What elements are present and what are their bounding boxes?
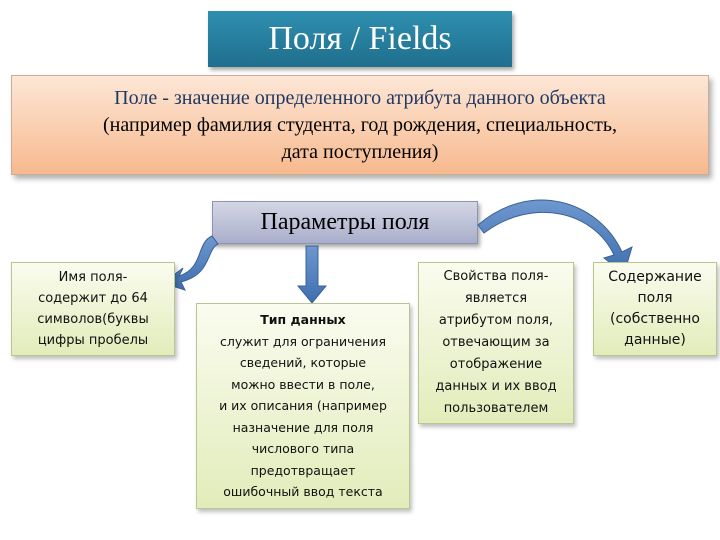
content-line-1: Содержание xyxy=(608,269,702,285)
content-line-2: поля xyxy=(637,290,673,306)
title-box: Поля / Fields xyxy=(208,11,512,67)
parameters-box: Параметры поля xyxy=(212,201,478,244)
type-line-8: ошибочный ввод текста xyxy=(223,484,383,500)
type-line-3: можно ввести в поле, xyxy=(231,376,375,392)
type-line-1: служит для ограничения xyxy=(219,333,386,349)
type-line-5: назначение для поля xyxy=(232,419,374,435)
name-line-2: содержит до 64 xyxy=(38,291,148,306)
props-line-5: отображение xyxy=(449,357,543,372)
content-line-4: данные) xyxy=(624,332,686,348)
definition-line-3: дата поступления) xyxy=(281,140,439,163)
field-name-box: Имя поля- содержит до 64 символов(буквы … xyxy=(11,262,175,356)
type-line-7: предотвращает xyxy=(250,462,356,478)
content-line-3: (собственно xyxy=(610,311,700,327)
definition-box: Поле - значение определенного атрибута д… xyxy=(11,75,709,175)
page-title: Поля / Fields xyxy=(268,20,452,57)
type-line-2: сведений, которые xyxy=(239,355,367,371)
props-line-2: является xyxy=(464,291,528,306)
arrow-to-props-box xyxy=(458,242,470,246)
field-properties-box: Свойства поля- является атрибутом поля, … xyxy=(418,262,574,424)
props-line-3: атрибутом поля, xyxy=(438,313,554,328)
name-line-4: цифры пробелы xyxy=(37,333,149,348)
definition-line-2: (например фамилия студента, год рождения… xyxy=(103,113,617,136)
props-line-7: пользователем xyxy=(443,401,549,416)
name-line-1: Имя поля- xyxy=(58,270,128,285)
arrow-to-type-box xyxy=(296,245,328,304)
props-line-4: отвечающим за xyxy=(442,335,550,350)
data-type-box: Тип данных служит для ограничения сведен… xyxy=(196,303,410,509)
definition-line-1: Поле - значение определенного атрибута д… xyxy=(114,86,606,109)
name-line-3: символов(буквы xyxy=(37,312,149,327)
props-line-6: данных и их ввод xyxy=(435,379,557,394)
parameters-title: Параметры поля xyxy=(260,209,430,235)
type-line-4: и их описания (например xyxy=(219,398,387,414)
field-content-box: Содержание поля (собственно данные) xyxy=(593,262,717,356)
props-line-1: Свойства поля- xyxy=(443,269,549,284)
type-line-6: числового типа xyxy=(251,441,355,457)
type-heading: Тип данных xyxy=(260,312,346,328)
